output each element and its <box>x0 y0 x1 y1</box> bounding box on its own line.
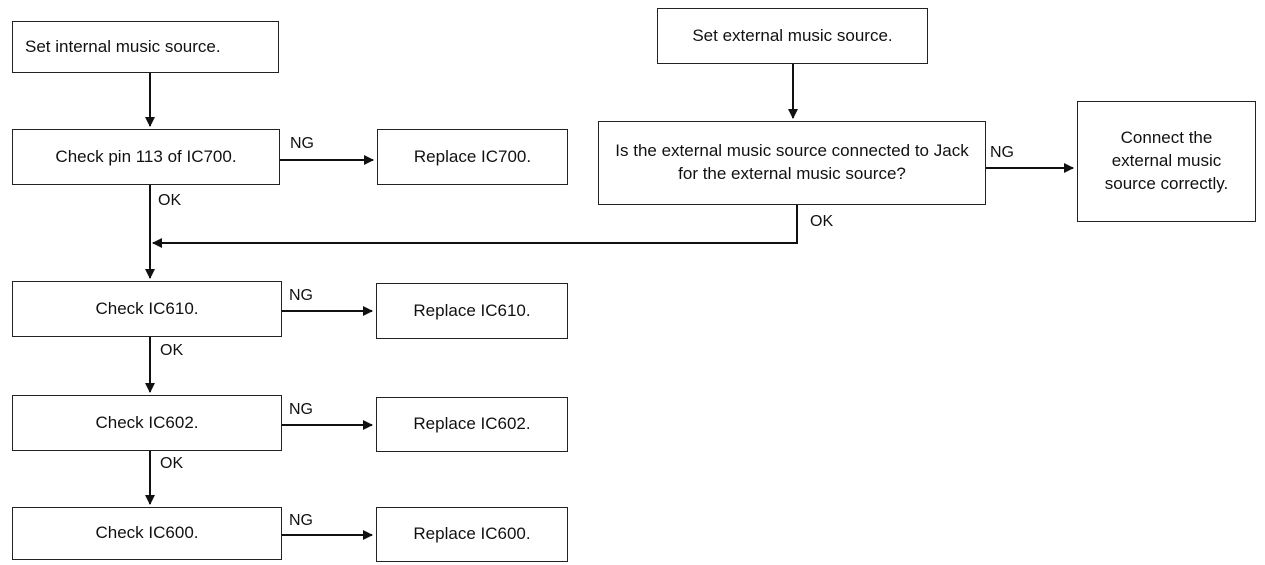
ok-label-pin113: OK <box>158 192 182 209</box>
check-pin113-box: Check pin 113 of IC700. <box>12 129 280 185</box>
check-ic610-text: Check IC610. <box>95 298 199 318</box>
question-box: Is the external music source connected t… <box>598 121 986 205</box>
check-pin113-text: Check pin 113 of IC700. <box>55 146 237 166</box>
check-ic602-text: Check IC602. <box>95 412 199 432</box>
set-internal-box: Set internal music source. <box>12 21 279 73</box>
replace-ic610-box: Replace IC610. <box>376 283 568 339</box>
connect-correctly-text: Connect the external music source correc… <box>1104 128 1229 193</box>
set-external-text: Set external music source. <box>692 25 893 45</box>
set-internal-text: Set internal music source. <box>25 36 221 56</box>
ng-label-question: NG <box>990 144 1014 161</box>
replace-ic700-text: Replace IC700. <box>413 146 532 166</box>
replace-ic700-box: Replace IC700. <box>377 129 568 185</box>
replace-ic602-text: Replace IC602. <box>413 414 531 434</box>
question-text: Is the external music source connected t… <box>615 141 969 183</box>
check-ic602-box: Check IC602. <box>12 395 282 451</box>
connect-correctly-box: Connect the external music source correc… <box>1077 101 1256 222</box>
replace-ic600-text: Replace IC600. <box>413 524 531 544</box>
set-external-box: Set external music source. <box>657 8 928 64</box>
check-ic600-text: Check IC600. <box>95 523 199 543</box>
check-ic610-box: Check IC610. <box>12 281 282 337</box>
ok-label-ic610: OK <box>160 342 184 359</box>
ng-label-pin113: NG <box>290 135 314 152</box>
arrow-question-ok <box>152 205 798 248</box>
check-ic600-box: Check IC600. <box>12 507 282 560</box>
ok-label-ic602: OK <box>160 455 184 472</box>
replace-ic602-box: Replace IC602. <box>376 397 568 452</box>
ng-label-ic610: NG <box>289 287 313 304</box>
replace-ic600-box: Replace IC600. <box>376 507 568 562</box>
replace-ic610-text: Replace IC610. <box>413 300 531 320</box>
ok-label-question: OK <box>810 213 834 230</box>
ng-label-ic600: NG <box>289 512 313 529</box>
ng-label-ic602: NG <box>289 401 313 418</box>
